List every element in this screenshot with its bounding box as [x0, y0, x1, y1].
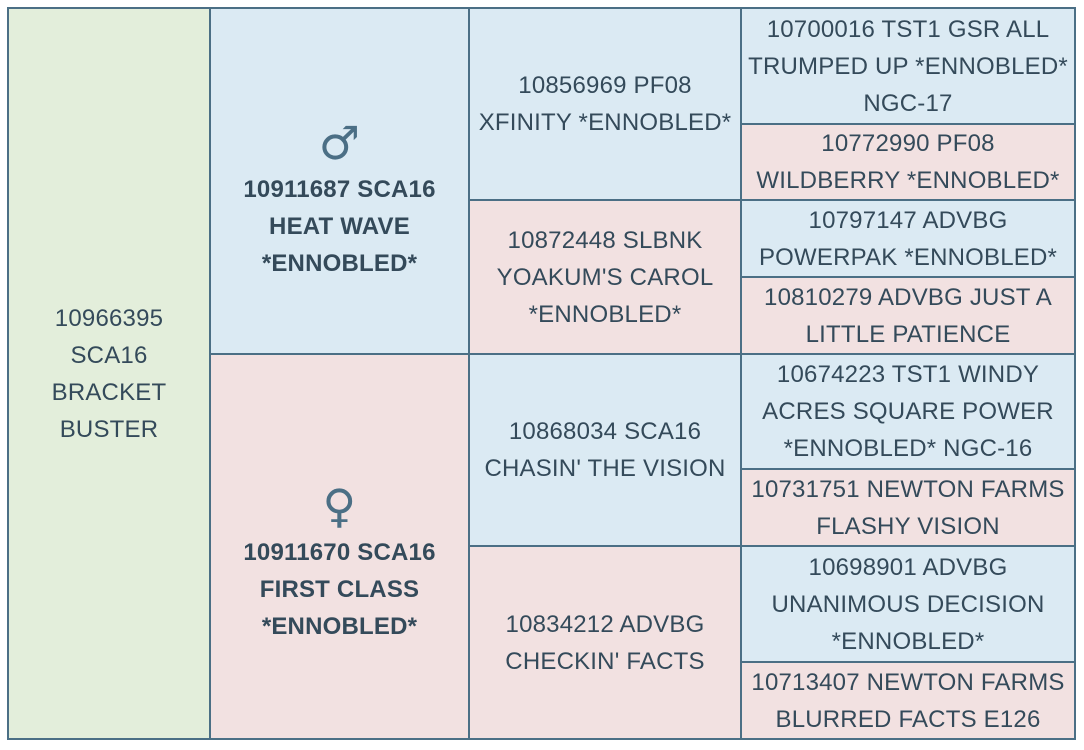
dam-cell[interactable]: ♀ 10911670 SCA16 FIRST CLASS *ENNOBLED* — [209, 353, 470, 740]
great-grandparent-cell-7[interactable]: 10698901 ADVBG UNANIMOUS DECISION *ENNOB… — [740, 545, 1076, 663]
subject-name: 10966395 SCA16 BRACKET BUSTER — [51, 304, 167, 443]
great-grandparent-name-5: 10674223 TST1 WINDY ACRES SQUARE POWER *… — [762, 361, 1054, 462]
great-grandparent-name-7: 10698901 ADVBG UNANIMOUS DECISION *ENNOB… — [771, 553, 1045, 655]
great-grandparent-cell-3[interactable]: 10797147 ADVBG POWERPAK *ENNOBLED* — [740, 199, 1076, 278]
pedigree-table: 10966395 SCA16 BRACKET BUSTER ♂ 10911687… — [7, 7, 1076, 740]
great-grandparent-cell-4[interactable]: 10810279 ADVBG JUST A LITTLE PATIENCE — [740, 276, 1076, 355]
maternal-granddam-name: 10834212 ADVBG CHECKIN' FACTS — [505, 610, 705, 675]
great-grandparent-cell-2[interactable]: 10772990 PF08 WILDBERRY *ENNOBLED* — [740, 123, 1076, 201]
maternal-grandsire-name: 10868034 SCA16 CHASIN' THE VISION — [484, 418, 726, 482]
sire-name: 10911687 SCA16 HEAT WAVE *ENNOBLED* — [243, 175, 436, 277]
great-grandparent-cell-8[interactable]: 10713407 NEWTON FARMS BLURRED FACTS E126 — [740, 661, 1076, 740]
subject-cell[interactable]: 10966395 SCA16 BRACKET BUSTER — [7, 7, 211, 740]
great-grandparent-name-4: 10810279 ADVBG JUST A LITTLE PATIENCE — [764, 283, 1052, 348]
great-grandparent-name-3: 10797147 ADVBG POWERPAK *ENNOBLED* — [758, 206, 1058, 271]
paternal-granddam-name: 10872448 SLBNK YOAKUM'S CAROL *ENNOBLED* — [496, 226, 714, 328]
dam-name: 10911670 SCA16 FIRST CLASS *ENNOBLED* — [243, 539, 436, 640]
great-grandparent-name-8: 10713407 NEWTON FARMS BLURRED FACTS E126 — [751, 668, 1065, 733]
great-grandparent-name-1: 10700016 TST1 GSR ALL TRUMPED UP *ENNOBL… — [748, 15, 1068, 117]
maternal-grandsire-cell[interactable]: 10868034 SCA16 CHASIN' THE VISION — [468, 353, 742, 547]
great-grandparent-cell-1[interactable]: 10700016 TST1 GSR ALL TRUMPED UP *ENNOBL… — [740, 7, 1076, 125]
great-grandparent-name-6: 10731751 NEWTON FARMS FLASHY VISION — [751, 475, 1065, 540]
great-grandparent-cell-6[interactable]: 10731751 NEWTON FARMS FLASHY VISION — [740, 468, 1076, 547]
sire-cell[interactable]: ♂ 10911687 SCA16 HEAT WAVE *ENNOBLED* — [209, 7, 470, 355]
maternal-granddam-cell[interactable]: 10834212 ADVBG CHECKIN' FACTS — [468, 545, 742, 740]
female-symbol-icon: ♀ — [322, 479, 357, 533]
paternal-granddam-cell[interactable]: 10872448 SLBNK YOAKUM'S CAROL *ENNOBLED* — [468, 199, 742, 355]
great-grandparent-cell-5[interactable]: 10674223 TST1 WINDY ACRES SQUARE POWER *… — [740, 353, 1076, 470]
male-symbol-icon: ♂ — [318, 115, 361, 170]
great-grandparent-name-2: 10772990 PF08 WILDBERRY *ENNOBLED* — [756, 130, 1060, 194]
paternal-grandsire-name: 10856969 PF08 XFINITY *ENNOBLED* — [478, 72, 732, 136]
paternal-grandsire-cell[interactable]: 10856969 PF08 XFINITY *ENNOBLED* — [468, 7, 742, 201]
